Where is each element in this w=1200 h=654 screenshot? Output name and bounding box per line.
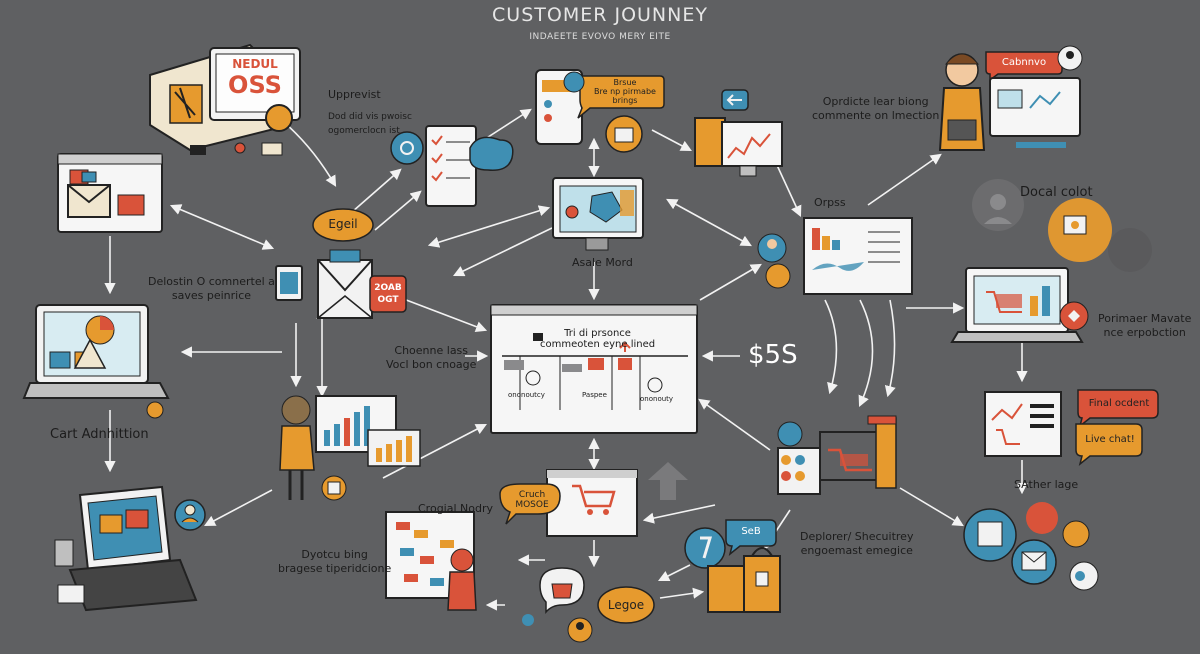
label-orpss: Orpss [814,196,846,209]
label-center-panel: Tri di prsonce commeoten eyne lined [540,328,655,350]
right-laptop-cart-illustration [950,267,1089,343]
label-oprdicte-line2: commente on lmection [812,109,940,122]
label-center-small-2: Paspee [582,391,607,399]
label-center-panel-line1: Tri di prsonce [564,328,631,339]
bubble-seb: SeB [741,526,761,537]
label-social: Docal colot [1020,185,1093,200]
left-laptop-illustration [22,304,170,419]
bubble-top: Brsue Bre np pirmabe brings [588,78,662,105]
right-report-chat-illustration [984,389,1159,466]
label-deplorer-line1: Deplorer/ Shecuitrey [800,530,914,543]
label-center-small-1: ononoutcy [508,391,545,399]
center-top-monitor-illustration [552,177,644,251]
bubble-live-chat: Live chat! [1085,434,1135,445]
label-deloestin: Delostin O comnertel a saves peinrice [148,275,275,303]
label-oprdicte: Oprdicte lear biong commente on lmection [812,95,939,123]
price-label: $5S [748,340,798,370]
date-badge-line2: OGT [377,295,399,305]
label-upprevist-line2: Dod did vis pwoisc [328,112,412,122]
nedul-text: NEDUL [232,57,278,71]
label-cragial: Crogial Nodry [418,502,493,515]
email-screen-illustration [57,153,163,233]
label-cart-addition: Cart Adnhittion [50,427,149,442]
page-subtitle: INDAEETE EVOVO MERY EITE [529,32,671,42]
bubble-legoe: Legoe [607,598,645,612]
label-dyotcu: Dyotcu bing bragese tiperidcione [278,548,391,576]
label-choenne-line2: Vocl bon cnoage [386,358,477,371]
bottom-right-icon-cluster [963,502,1099,591]
bottom-left-laptop-illustration [54,485,206,612]
label-deplorer: Deplorer/ Shecuitrey engoemast emegice [800,530,913,558]
label-dyotcu-line1: Dyotcu bing [301,548,368,561]
center-journey-panel [490,304,698,434]
shopping-bags-illustration [684,519,781,613]
label-upprevist: Upprevist Dod did vis pwoisc ogomerclocn… [328,88,412,138]
phone-illustration [535,69,665,153]
label-deplorer-line2: engoemast emegice [800,544,913,557]
date-badge-line1: 2OAB [374,283,402,293]
label-choenne: Choenne lass Vocl bon cnoage [386,344,476,372]
bubble-top-line3: brings [612,96,638,105]
bubble-top-line1: Brsue [613,78,637,87]
label-upprevist-line1: Upprevist [328,88,381,101]
label-deloestin-line2: saves peinrice [171,289,252,302]
label-porimaer-line1: Porimaer Mavate [1098,312,1192,325]
label-oprdicte-line1: Oprdicte lear biong [822,95,929,108]
label-dyotcu-line2: bragese tiperidcione [278,562,392,575]
bubble-cruch-line1: Cruch [518,490,546,500]
page-title: CUSTOMER JOUNNEY [492,4,708,26]
date-badge: 2OAB OGT [370,282,406,306]
bottom-center-cart-illustration [499,462,688,643]
label-center-small-3: ononouty [640,395,674,403]
label-porimaer: Porimaer Mavate nce erpobction [1098,312,1191,340]
kiosk-chart-illustration [694,89,783,177]
label-choenne-line1: Choenne lass [394,344,469,357]
social-icons-illustration [972,179,1152,272]
label-center-panel-line2: commeoten eyne lined [540,339,656,350]
bubble-top-line2: Bre np pirmabe [594,87,656,96]
email-envelope-illustration [275,208,407,319]
checklist-tablet-illustration [390,125,514,207]
bubble-cabnnvo: Cabnnvo [1001,57,1047,68]
person-with-monitor-illustration [938,45,1083,151]
analyst-woman-illustration [279,395,421,501]
oss-text: OSS [228,71,282,99]
oss-desktop-illustration [149,43,301,156]
center-right-report-illustration [757,217,913,295]
planning-board-illustration [385,511,477,611]
bubble-cruch-line2: MOSOE [515,500,549,510]
label-asale: Asale Mord [572,256,633,269]
bubble-egeil: Egeil [328,217,358,231]
bubble-final: Final ocdent [1088,398,1150,409]
label-deloestin-line1: Delostin O comnertel a [148,275,275,288]
right-cart-cluster-illustration [777,415,897,495]
bubble-cruch: Cruch MOSOE [508,490,556,510]
label-upprevist-line3: ogomerclocn ist [328,126,400,136]
label-safer: SAther lage [1014,478,1079,491]
label-porimaer-line2: nce erpobction [1103,326,1186,339]
